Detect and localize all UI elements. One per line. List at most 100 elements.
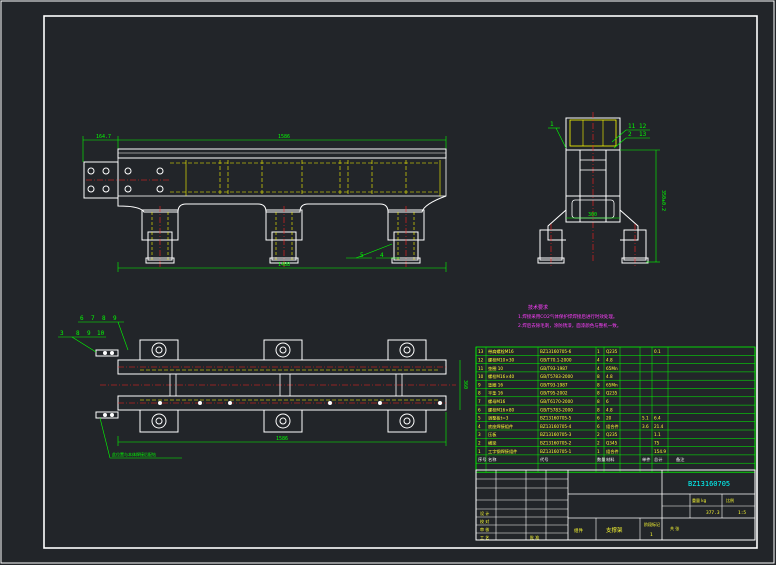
bom-cell-code: GB/T93-1987 [540,366,568,371]
plan-view: 6 7 8 9 3 8 9 10 此位置与本体焊接后配钻 1586 360 [58,315,468,459]
row-process: 工 艺 [480,535,489,540]
bom-cell-name: 调整板t=3 [488,415,509,422]
bom-cell-total: 154.9 [654,449,666,454]
balloon-plan-6: 6 [80,315,84,322]
bom-header-weight: 单件 [642,456,650,463]
bom-cell-no: 10 [478,374,484,379]
bom-cell-code: GB/T70.1-2000 [540,358,572,363]
bom-cell-qty: 8 [597,399,600,404]
dim-side-height: 350±0.2 [660,190,666,211]
bom-cell-material: 65Mn [606,366,618,371]
bom-cell-qty: 1 [597,349,600,354]
bom-cell-total: 1.1 [654,432,661,437]
weight-value: 377.3 [706,510,720,516]
bom-cell-qty: 2 [597,441,600,446]
bom-header-code: 代号 [540,456,548,463]
row-design: 设 计 [480,510,489,516]
plan-leader-note: 此位置与本体焊接后配钻 [112,451,156,457]
bom-cell-material: Q235 [606,432,618,437]
bom-cell-no: 11 [478,366,484,371]
notes-line-2: 2.焊后去除毛刺，涂防锈漆，面漆颜色与整机一致。 [518,322,621,329]
bom-cell-qty: 6 [597,424,600,429]
drawing-number: BZ13160705 [688,480,730,488]
front-view: 164.7 1586 [82,134,447,272]
balloon-side-2: 2 [628,131,632,138]
technical-notes: 技术要求 1.焊接采用CO2气体保护焊焊接后进行时效处理。 2.焊后去除毛刺，涂… [518,304,621,329]
dim-plan-length: 1586 [276,436,288,442]
dim-plan-width: 360 [462,380,468,389]
bom-cell-qty: 4 [597,358,600,363]
weight-label: 重量 kg [692,497,707,503]
row-check: 校 对 [480,518,489,524]
balloon-plan-7: 7 [91,315,95,322]
balloon-side-13: 13 [639,131,647,138]
bom-cell-qty: 8 [597,374,600,379]
bom-cell-code: GB/T95-2002 [540,391,568,396]
bom-cell-material: Q345 [606,441,618,446]
row-approve: 批 准 [530,534,539,540]
bom-cell-qty: 1 [597,449,600,454]
bom-cell-qty: 8 [597,382,600,387]
bom-cell-name: 螺栓M16×80 [488,406,514,413]
bom-cell-total: 6.4 [654,416,661,421]
bom-cell-code: BZ13160705-6 [540,349,572,354]
balloon-plan-10: 10 [97,330,105,337]
bom-cell-name: 螺母M16 [488,398,506,405]
bom-cell-qty: 8 [597,391,600,396]
bom-header-no: 序号 [478,456,486,463]
bom-cell-code: GB/T5783-2000 [540,374,573,379]
stage-label: 阶段标记 [644,521,660,527]
bom-cell-qty: 4 [597,366,600,371]
front-leg-left [141,206,179,268]
bom-cell-name: 垫圈 10 [488,365,503,372]
scale-label: 比例 [726,497,734,503]
bom-cell-name: 螺栓M10×30 [488,357,514,364]
bom-cell-code: GB/T6170-2000 [540,399,573,404]
side-view: 300 350±0.2 1 11 12 2 13 [537,112,666,266]
bom-cell-no: 9 [478,382,481,387]
part-name: 支撑架 [606,526,623,534]
bom-cell-name: 压板 [488,431,497,438]
bom-cell-material: 4.8 [606,407,613,412]
dim-top-offset: 164.7 [96,134,111,140]
bom-cell-total: 0.1 [654,349,661,354]
bom-cell-name: 平垫 16 [488,390,503,397]
row-review: 审 核 [480,526,489,532]
bom-cell-code: BZ13160705-2 [540,441,572,446]
plan-base-plates [139,339,427,433]
bom-cell-code: BZ13160705-5 [540,416,572,421]
bom-cell-name: 底座焊接组件 [488,423,513,430]
bom-cell-no: 12 [478,358,484,363]
balloon-side-12: 12 [639,123,647,130]
bom-cell-qty: 6 [597,416,600,421]
balloon-5: 5 [360,252,364,259]
notes-heading: 技术要求 [528,304,548,311]
scale-value: 1:5 [738,510,746,516]
bom-cell-code: BZ13160705-1 [540,449,572,454]
dim-overall-bottom: 1488 [278,262,290,268]
bom-cell-weight: 5.1 [642,416,649,421]
bom-header-total: 总计 [654,456,662,463]
front-leg-middle [265,206,303,268]
bom-header-note: 备注 [676,456,685,463]
balloon-plan-3: 3 [60,330,64,337]
bom-cell-material: 组合件 [606,423,619,430]
dim-overall-top: 1586 [278,134,290,140]
bom-cell-no: 5 [478,416,481,421]
bom-cell-weight: 3.6 [642,424,649,429]
balloon-side-1: 1 [550,121,554,128]
bom-cell-total: 21.4 [654,424,664,429]
front-leg-right [387,206,425,268]
dim-side-width: 300 [588,212,597,218]
balloon-plan-9a: 9 [113,315,117,322]
bom-cell-material: 组合件 [606,448,619,455]
bom-cell-no: 7 [478,399,481,404]
bom-cell-qty: 8 [597,407,600,412]
bom-cell-name: 工字钢焊接组件 [488,448,517,455]
balloon-plan-8b: 8 [76,330,80,337]
sheet-label: 共 张 [670,525,679,531]
bom-cell-total: 75 [654,441,660,446]
